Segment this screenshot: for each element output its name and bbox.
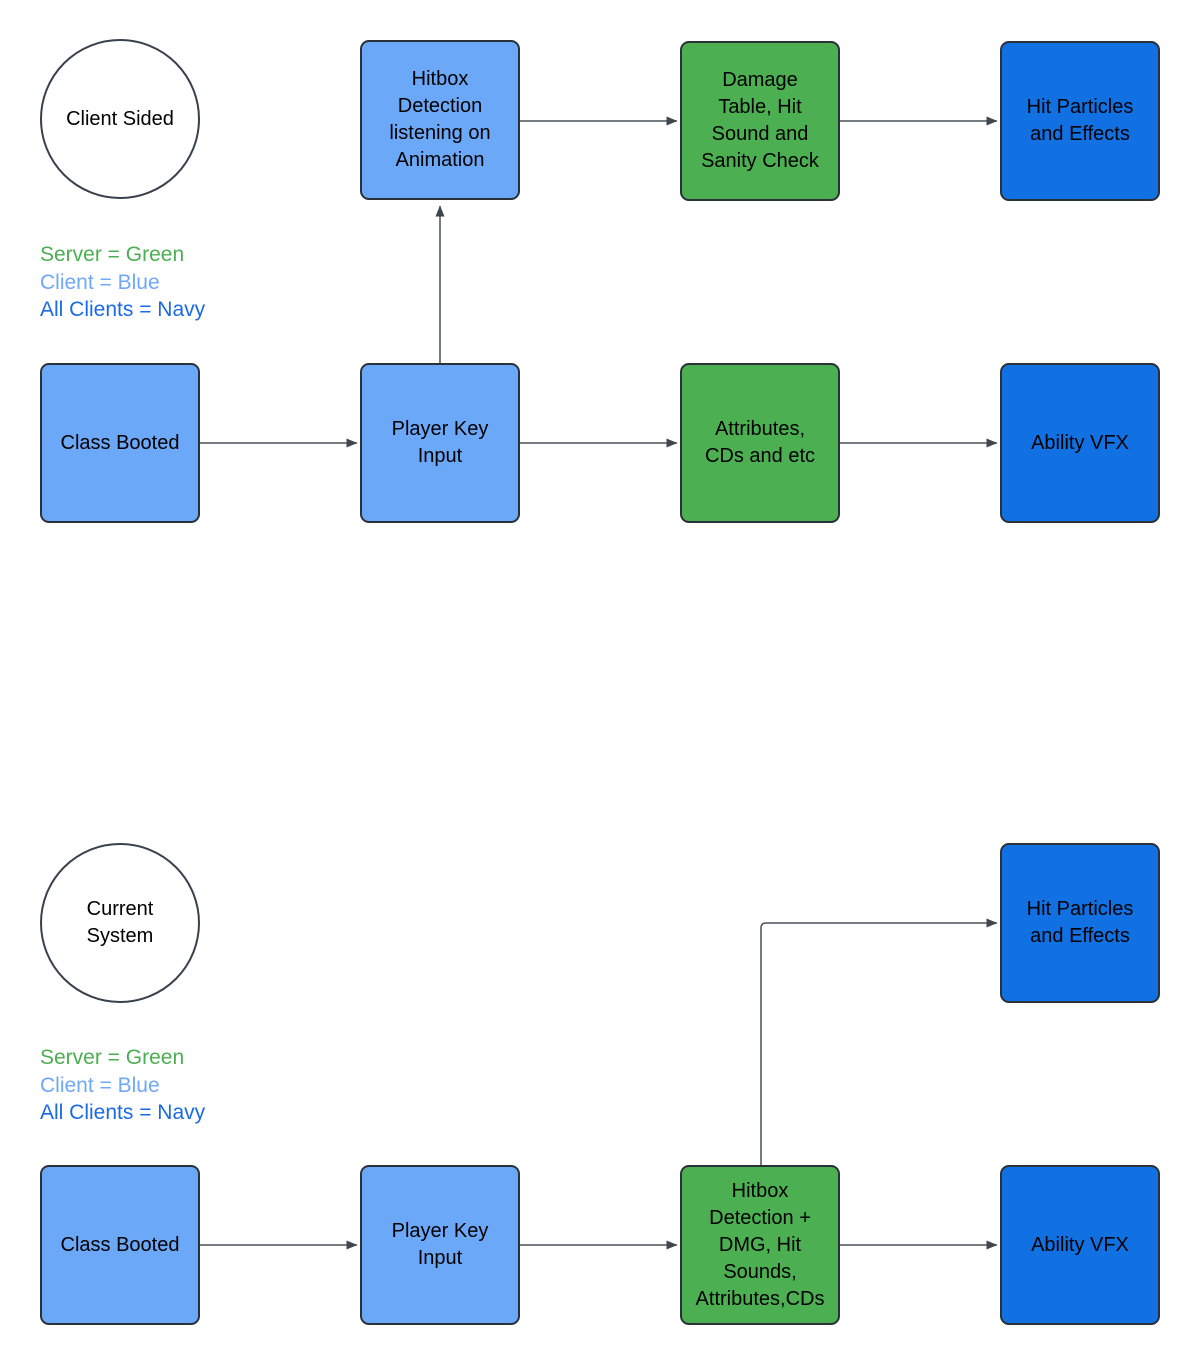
- node-hitbox-detection-listening: Hitbox Detection listening on Animation: [360, 40, 520, 200]
- node-label: Hit Particles and Effects: [1026, 96, 1134, 145]
- legend-item-server: Server = Green: [40, 243, 185, 266]
- node-label: Ability VFX: [1031, 1233, 1129, 1256]
- node-hit-particles: Hit Particles and Effects: [1000, 41, 1160, 201]
- node-player-key-input: Player Key Input: [360, 363, 520, 523]
- node-label: Hit Particles and Effects: [1026, 898, 1134, 947]
- node-class-booted-current: Class Booted: [40, 1165, 200, 1325]
- node-ability-vfx: Ability VFX: [1000, 363, 1160, 523]
- node-hitbox-dmg-combined: Hitbox Detection + DMG, Hit Sounds, Attr…: [680, 1165, 840, 1325]
- node-label: Hitbox Detection listening on Animation: [389, 68, 491, 171]
- node-label: Damage Table, Hit Sound and Sanity Check: [701, 69, 819, 172]
- legend-item-all-clients: All Clients = Navy: [40, 298, 206, 321]
- legend-item-all-clients: All Clients = Navy: [40, 1101, 206, 1124]
- legend-item-client: Client = Blue: [40, 1073, 160, 1097]
- legend-current-system: Server = Green Client = Blue All Clients…: [40, 1044, 205, 1127]
- legend-item-client: Client = Blue: [40, 270, 160, 294]
- legend-item-server: Server = Green: [40, 1046, 185, 1069]
- legend-client-sided: Server = Green Client = Blue All Clients…: [40, 241, 205, 324]
- node-hit-particles-current: Hit Particles and Effects: [1000, 843, 1160, 1003]
- circle-label: Current System: [86, 898, 154, 947]
- connector-hitbox-dmg-to-hit-particles2: [760, 918, 998, 1165]
- node-attributes-cds: Attributes, CDs and etc: [680, 363, 840, 523]
- circle-label: Client Sided: [66, 107, 174, 130]
- node-label: Attributes, CDs and etc: [704, 418, 816, 467]
- circle-current-system: Current System: [40, 843, 200, 1003]
- node-label: Player Key Input: [391, 1220, 489, 1269]
- node-ability-vfx-current: Ability VFX: [1000, 1165, 1160, 1325]
- node-label: Ability VFX: [1031, 431, 1129, 454]
- node-player-key-input-current: Player Key Input: [360, 1165, 520, 1325]
- node-class-booted: Class Booted: [40, 363, 200, 523]
- node-label: Class Booted: [60, 431, 180, 454]
- node-label: Hitbox Detection + DMG, Hit Sounds, Attr…: [695, 1179, 825, 1310]
- circle-client-sided: Client Sided: [40, 39, 200, 199]
- node-label: Class Booted: [60, 1233, 180, 1256]
- node-label: Player Key Input: [391, 418, 489, 467]
- node-damage-table: Damage Table, Hit Sound and Sanity Check: [680, 41, 840, 201]
